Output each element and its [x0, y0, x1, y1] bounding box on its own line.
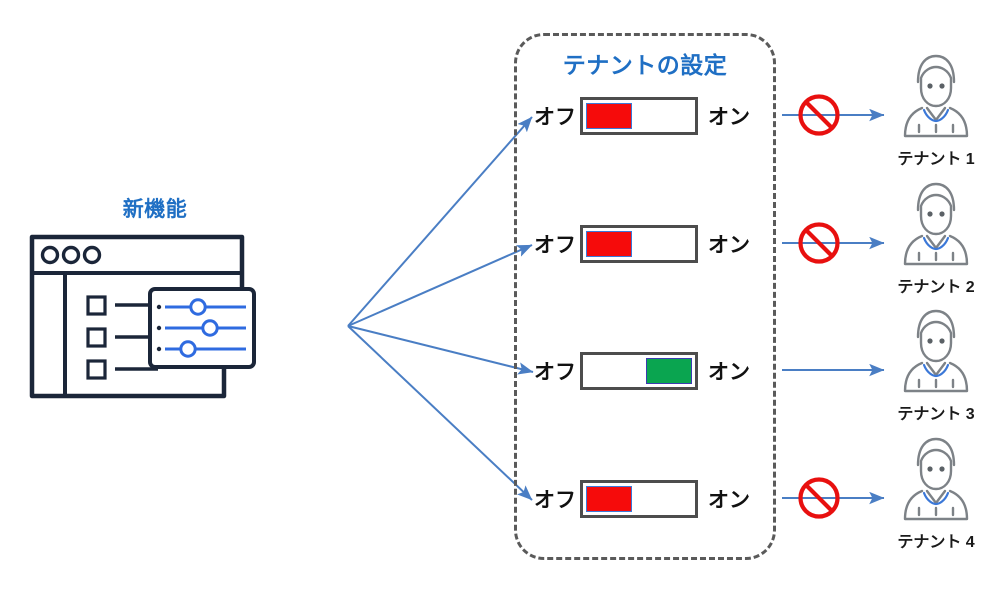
tenant-4-toggle-switch[interactable]	[580, 480, 698, 518]
tenant-1-label: テナント 1	[897, 151, 975, 168]
arrow-to-tenant-1-toggle	[347, 116, 533, 327]
app-window-svg	[29, 234, 256, 399]
tenant-4-toggle-knob	[586, 486, 632, 512]
no-entry-icon-tenant-2	[796, 220, 842, 266]
tenant-2-toggle-switch[interactable]	[580, 225, 698, 263]
toggle-on-label-4: オン	[708, 489, 750, 512]
checkbox-icon-2[interactable]	[86, 327, 107, 348]
slider-2-knob[interactable]	[201, 319, 219, 337]
tenant-1: テナント 1	[884, 48, 988, 169]
fanout-arrows	[347, 116, 534, 501]
tenant-3: テナント 3	[884, 303, 988, 424]
slider-3-knob[interactable]	[179, 340, 197, 358]
app-window-illustration	[28, 233, 260, 408]
toggle-off-label-3: オフ	[534, 361, 576, 384]
settings-slider-card	[148, 287, 256, 369]
tenant-3-label: テナント 3	[897, 406, 975, 423]
no-entry-svg-4	[798, 477, 840, 519]
no-entry-icon-tenant-1	[796, 92, 842, 138]
window-dot-3-icon	[82, 245, 102, 265]
window-dot-2-icon	[61, 245, 81, 265]
toggle-on-label-1: オン	[708, 106, 750, 129]
no-entry-icon-tenant-4	[796, 475, 842, 521]
person-icon-1	[903, 54, 969, 138]
slider-1-bullet-icon	[156, 304, 162, 310]
arrow-to-tenant-4-toggle	[347, 325, 533, 501]
toggle-on-label-3: オン	[708, 361, 750, 384]
tenant-3-toggle-knob	[646, 358, 692, 384]
tenant-2: テナント 2	[884, 176, 988, 297]
tenant-2-toggle-knob	[586, 231, 632, 257]
toggle-row-tenant-3: オフ オン	[534, 349, 764, 393]
tenant-settings-title: テナントの設定	[562, 52, 728, 78]
person-icon-4	[903, 437, 969, 521]
toggle-off-label-1: オフ	[534, 106, 576, 129]
tenant-1-toggle-switch[interactable]	[580, 97, 698, 135]
tenant-4-label: テナント 4	[897, 534, 975, 551]
no-entry-svg-2	[798, 222, 840, 264]
feature-title: 新機能	[122, 198, 188, 221]
tenant-settings-panel	[514, 33, 776, 560]
outbound-arrows	[782, 108, 885, 505]
slider-3-bullet-icon	[156, 346, 162, 352]
tenant-4: テナント 4	[884, 431, 988, 552]
toggle-row-tenant-2: オフ オン	[534, 222, 764, 266]
person-icon-2	[903, 182, 969, 266]
no-entry-svg-1	[798, 94, 840, 136]
toggle-row-tenant-4: オフ オン	[534, 477, 764, 521]
slider-1-knob[interactable]	[189, 298, 207, 316]
tenant-2-label: テナント 2	[897, 279, 975, 296]
arrow-to-tenant-2-toggle	[347, 244, 533, 327]
person-icon-3	[903, 309, 969, 393]
toggle-off-label-2: オフ	[534, 234, 576, 257]
toggle-on-label-2: オン	[708, 234, 750, 257]
slider-2-bullet-icon	[156, 325, 162, 331]
arrow-to-tenant-3-toggle	[347, 325, 534, 375]
checkbox-icon-1[interactable]	[86, 295, 107, 316]
toggle-off-label-4: オフ	[534, 489, 576, 512]
window-dot-1-icon	[40, 245, 60, 265]
toggle-row-tenant-1: オフ オン	[534, 94, 764, 138]
tenant-1-toggle-knob	[586, 103, 632, 129]
tenant-3-toggle-switch[interactable]	[580, 352, 698, 390]
checkbox-icon-3[interactable]	[86, 359, 107, 380]
